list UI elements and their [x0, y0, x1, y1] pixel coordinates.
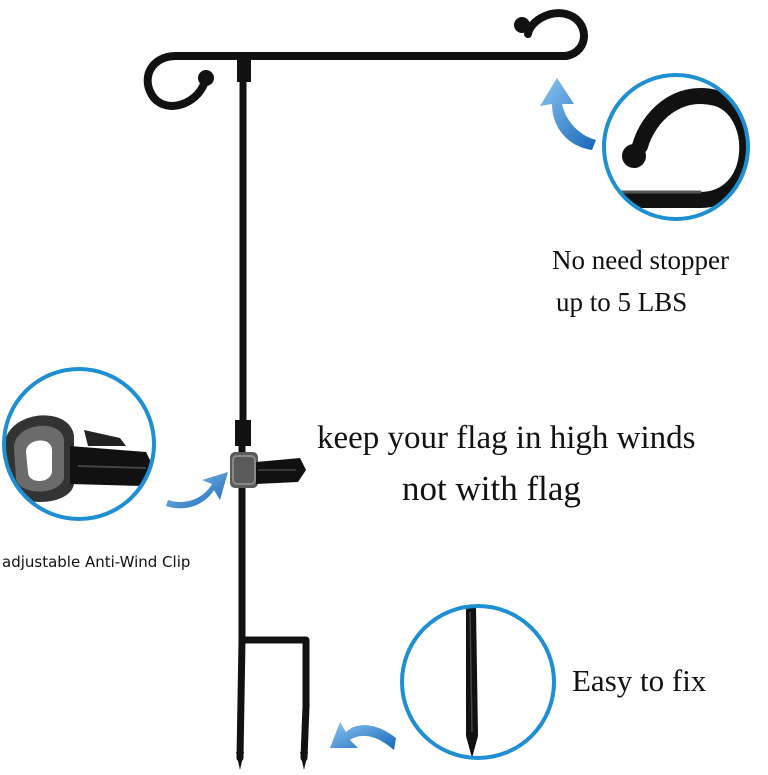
clip-jaw	[256, 458, 306, 484]
spike-callout-ring	[400, 604, 556, 760]
top-joint	[237, 60, 251, 82]
blue-arrow	[540, 78, 596, 150]
stake-fork	[238, 636, 310, 710]
caption-anti-wind-clip: adjustable Anti-Wind Clip	[2, 553, 191, 571]
right-finial	[514, 17, 530, 33]
right-scroll	[524, 9, 588, 60]
caption-high-winds: keep your flag in high winds	[317, 420, 696, 456]
blue-arrow	[330, 722, 396, 750]
caption-no-stopper: No need stopper	[552, 245, 729, 275]
caption-not-with-flag: not with flag	[402, 469, 581, 508]
clip-on-pole	[230, 452, 306, 488]
clip-callout-ring	[2, 367, 156, 521]
clip-closeup	[2, 367, 156, 521]
middle-joint	[235, 420, 251, 446]
hook-callout-ring	[602, 73, 750, 221]
flag-pole	[143, 9, 588, 770]
caption-easy-to-fix: Easy to fix	[572, 663, 707, 698]
left-finial	[198, 70, 214, 86]
stake-right-tip	[300, 752, 308, 770]
blue-arrow	[166, 472, 228, 509]
spike-closeup	[400, 604, 556, 760]
caption-weight: up to 5 LBS	[556, 287, 688, 317]
stake-right-leg	[300, 702, 310, 762]
stake-left-leg	[236, 636, 246, 762]
hook-closeup	[602, 73, 750, 221]
stake-left-tip	[236, 752, 244, 770]
left-scroll	[143, 52, 208, 110]
clip-band	[230, 452, 258, 488]
